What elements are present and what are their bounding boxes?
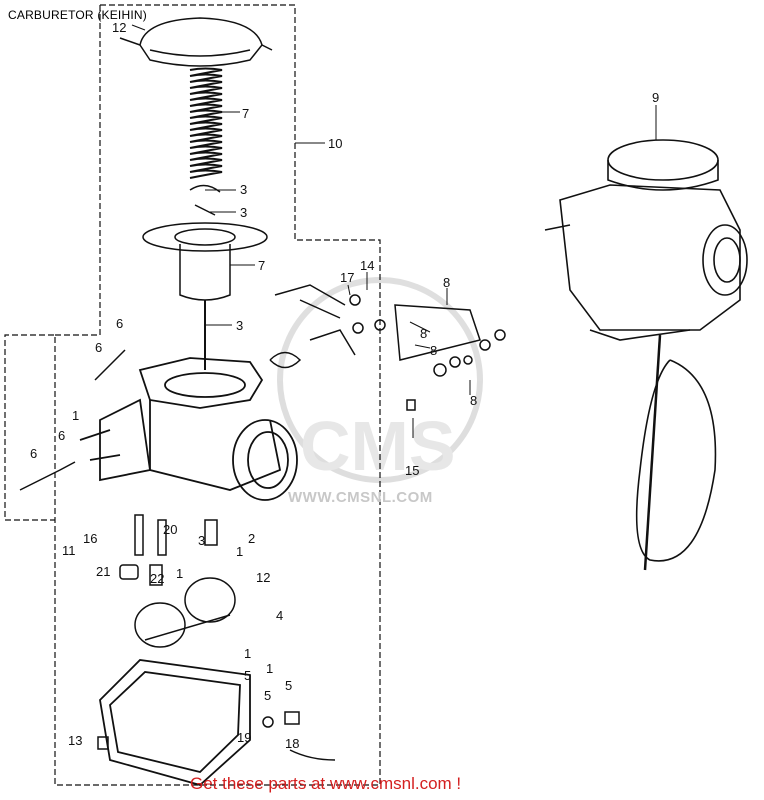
callout-label: 1 [236, 544, 243, 559]
callout-label: 1 [244, 646, 251, 661]
callout-label: 16 [83, 531, 97, 546]
callout-label: 1 [72, 408, 79, 423]
watermark-logo-text: CMS [300, 407, 456, 485]
callout-label: 15 [405, 463, 419, 478]
diagram-title: CARBURETOR (KEIHIN) [8, 8, 147, 22]
callout-label: 2 [248, 531, 255, 546]
callout-label: 12 [256, 570, 270, 585]
callout-label: 3 [236, 318, 243, 333]
callout-label: 6 [116, 316, 123, 331]
carb-body [79, 357, 298, 501]
top-cover [119, 17, 273, 67]
callout-label: 7 [242, 106, 249, 121]
footer-link[interactable]: Get these parts at www.cmsnl.com ! [190, 774, 462, 793]
callout-label: 8 [420, 326, 427, 341]
callout-label: 6 [58, 428, 65, 443]
piston-diaphragm [142, 184, 268, 370]
callout-label: 22 [150, 571, 164, 586]
callout-label: 6 [95, 340, 102, 355]
callout-label: 18 [285, 736, 299, 751]
complete-carburetor [544, 139, 748, 571]
callout-label: 8 [430, 343, 437, 358]
jets-and-screws [19, 349, 336, 761]
leader-lines [131, 24, 657, 438]
callout-label: 5 [264, 688, 271, 703]
callout-label: 11 [62, 543, 76, 558]
watermark-url: WWW.CMSNL.COM [288, 489, 433, 506]
spring [189, 67, 223, 179]
callout-label: 17 [340, 270, 354, 285]
callout-label: 6 [30, 446, 37, 461]
callout-label: 12 [112, 20, 126, 35]
floats [134, 577, 236, 648]
callout-label: 1 [176, 566, 183, 581]
callout-label: 21 [96, 564, 110, 579]
callout-label: 5 [244, 668, 251, 683]
callout-label: 4 [276, 608, 283, 623]
float-bowl [99, 659, 251, 786]
callout-label: 9 [652, 90, 659, 105]
linkage-parts [274, 284, 506, 411]
callout-label: 8 [443, 275, 450, 290]
callout-label: 10 [328, 136, 342, 151]
callout-label: 14 [360, 258, 374, 273]
callout-label: 3 [198, 533, 205, 548]
callout-label: 19 [237, 730, 251, 745]
callout-label: 3 [240, 182, 247, 197]
callout-label: 13 [68, 733, 82, 748]
callout-label: 5 [285, 678, 292, 693]
callout-label: 1 [266, 661, 273, 676]
callout-label: 8 [470, 393, 477, 408]
callout-label: 3 [240, 205, 247, 220]
callout-label: 7 [258, 258, 265, 273]
callout-labels: 12 7 3 3 10 7 3 9 17 14 8 6 6 8 8 1 6 6 … [30, 20, 659, 751]
callout-label: 20 [163, 522, 177, 537]
assembly-boundary [4, 4, 381, 786]
